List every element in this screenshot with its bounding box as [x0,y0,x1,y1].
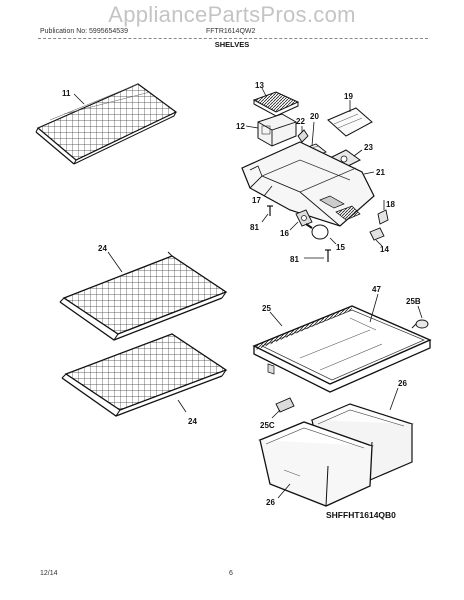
leader-24-lower [177,399,187,413]
leader-23 [353,149,363,157]
callout-25c: 25C [260,421,275,430]
callout-21: 21 [376,168,385,177]
insulation-panel-19 [327,107,373,137]
leader-25b [417,305,423,319]
callout-18: 18 [386,200,395,209]
wire-shelf-11 [35,83,178,165]
callout-17: 17 [252,196,261,205]
header-divider [38,38,428,39]
shelf-clip-25c [275,397,295,413]
end-cap-25b [411,319,429,329]
leader-25c [271,409,281,419]
leader-13 [261,87,267,97]
glass-shelf-assembly-25 [252,305,432,393]
callout-15: 15 [336,243,345,252]
leader-12 [245,125,259,129]
clip-22 [297,129,309,143]
watermark: AppliancePartsPros.com [108,2,356,27]
callout-19: 19 [344,92,353,101]
leader-17 [263,185,273,197]
leader-16 [289,221,299,231]
filter-13 [252,91,300,117]
leader-26-rear [389,387,399,411]
callout-26-front: 26 [266,498,275,507]
diagram-code: SHFFHT1614QB0 [326,510,396,520]
callout-11: 11 [62,89,71,98]
leader-20 [311,121,315,147]
wire-shelf-24-lower [61,333,228,417]
leader-81-upper [261,213,269,223]
wire-shelf-24-upper [59,251,228,341]
leader-11 [73,93,85,105]
leader-24-upper [107,251,123,273]
callout-16: 16 [280,229,289,238]
callout-23: 23 [364,143,373,152]
publication-number: Publication No: 5995654539 [40,28,128,35]
leader-14 [375,239,383,247]
screw-81-upper [267,205,273,216]
callout-14: 14 [380,245,389,254]
switch-18 [377,209,389,225]
filter-housing-12 [257,113,297,147]
light-bulb-15 [305,223,329,240]
callout-12: 12 [236,122,245,131]
callout-24-lower: 24 [188,417,197,426]
leader-26-front [277,483,291,499]
leader-25 [269,311,283,327]
callout-13: 13 [255,81,264,90]
leader-15 [329,237,337,245]
leader-21 [363,171,375,175]
callout-81-upper: 81 [250,223,259,232]
crisper-drawer-26-front [258,421,374,507]
callout-47: 47 [372,285,381,294]
screw-81-lower [325,249,331,262]
control-housing-17 [241,141,375,227]
callout-22: 22 [296,117,305,126]
leader-47 [369,293,379,323]
callout-81-lower: 81 [290,255,299,264]
callout-25b: 25B [406,297,421,306]
knob-14 [369,227,385,241]
callout-24-upper: 24 [98,244,107,253]
footer-page-number: 6 [229,570,233,577]
section-title: SHELVES [214,40,250,49]
callout-26-rear: 26 [398,379,407,388]
footer-date: 12/14 [40,570,58,577]
callout-20: 20 [310,112,319,121]
lamp-socket-16 [295,209,313,227]
callout-25: 25 [262,304,271,313]
model-number: FFTR1614QW2 [206,28,256,35]
